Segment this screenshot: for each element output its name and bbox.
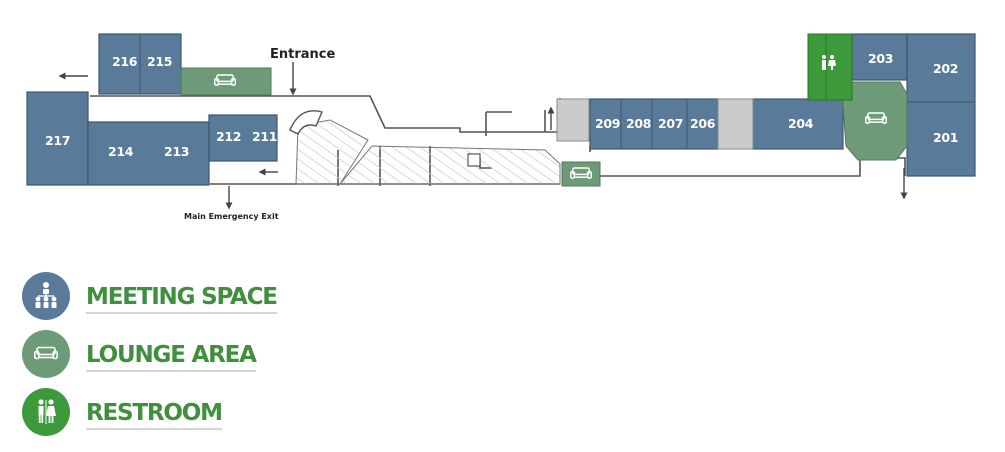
room-212-211[interactable] [208, 114, 278, 162]
legend-restroom-label: RESTROOM [86, 400, 223, 430]
lounge-east[interactable] [841, 81, 908, 161]
svg-text:212: 212 [216, 129, 241, 144]
legend-restroom: RESTROOM [22, 388, 422, 444]
entrance-label: Entrance [270, 47, 335, 62]
svg-text:204: 204 [788, 116, 814, 131]
room-214-213[interactable] [87, 121, 210, 186]
map-legend: MEETING SPACE LOUNGE AREA [22, 272, 422, 446]
svg-text:217: 217 [45, 133, 70, 148]
hatched-atrium [289, 110, 561, 185]
svg-text:215: 215 [147, 54, 172, 69]
restroom-area[interactable] [807, 33, 853, 101]
restroom-icon [822, 55, 836, 70]
legend-meeting-space: MEETING SPACE [22, 272, 422, 328]
svg-text:206: 206 [690, 116, 716, 131]
svg-text:213: 213 [164, 144, 189, 159]
sofa-icon [22, 330, 70, 378]
meeting-people-icon [22, 272, 70, 320]
svg-text:201: 201 [933, 130, 958, 145]
stairwells [556, 98, 754, 150]
svg-text:216: 216 [112, 54, 138, 69]
svg-text:207: 207 [658, 116, 683, 131]
svg-text:203: 203 [868, 51, 893, 66]
svg-text:202: 202 [933, 61, 958, 76]
svg-text:214: 214 [108, 144, 134, 159]
room-dividers [139, 34, 975, 149]
room-202-201[interactable] [906, 33, 976, 177]
restroom-icon [22, 388, 70, 436]
room-204[interactable] [752, 98, 844, 150]
legend-meeting-space-label: MEETING SPACE [86, 284, 278, 314]
main-emergency-exit-label: Main Emergency Exit [184, 212, 279, 221]
floor-plan-map: 216 215 217 214 213 212 211 209 208 207 … [26, 33, 976, 221]
room-217[interactable] [26, 91, 89, 186]
lounge-areas [180, 67, 908, 187]
legend-lounge-area-label: LOUNGE AREA [86, 342, 257, 372]
room-209-206[interactable] [589, 98, 719, 150]
svg-text:211: 211 [252, 129, 277, 144]
legend-lounge-area: LOUNGE AREA [22, 330, 422, 386]
room-labels: 216 215 217 214 213 212 211 209 208 207 … [45, 51, 959, 159]
svg-text:209: 209 [595, 116, 620, 131]
svg-text:208: 208 [626, 116, 651, 131]
direction-arrows [58, 62, 908, 210]
